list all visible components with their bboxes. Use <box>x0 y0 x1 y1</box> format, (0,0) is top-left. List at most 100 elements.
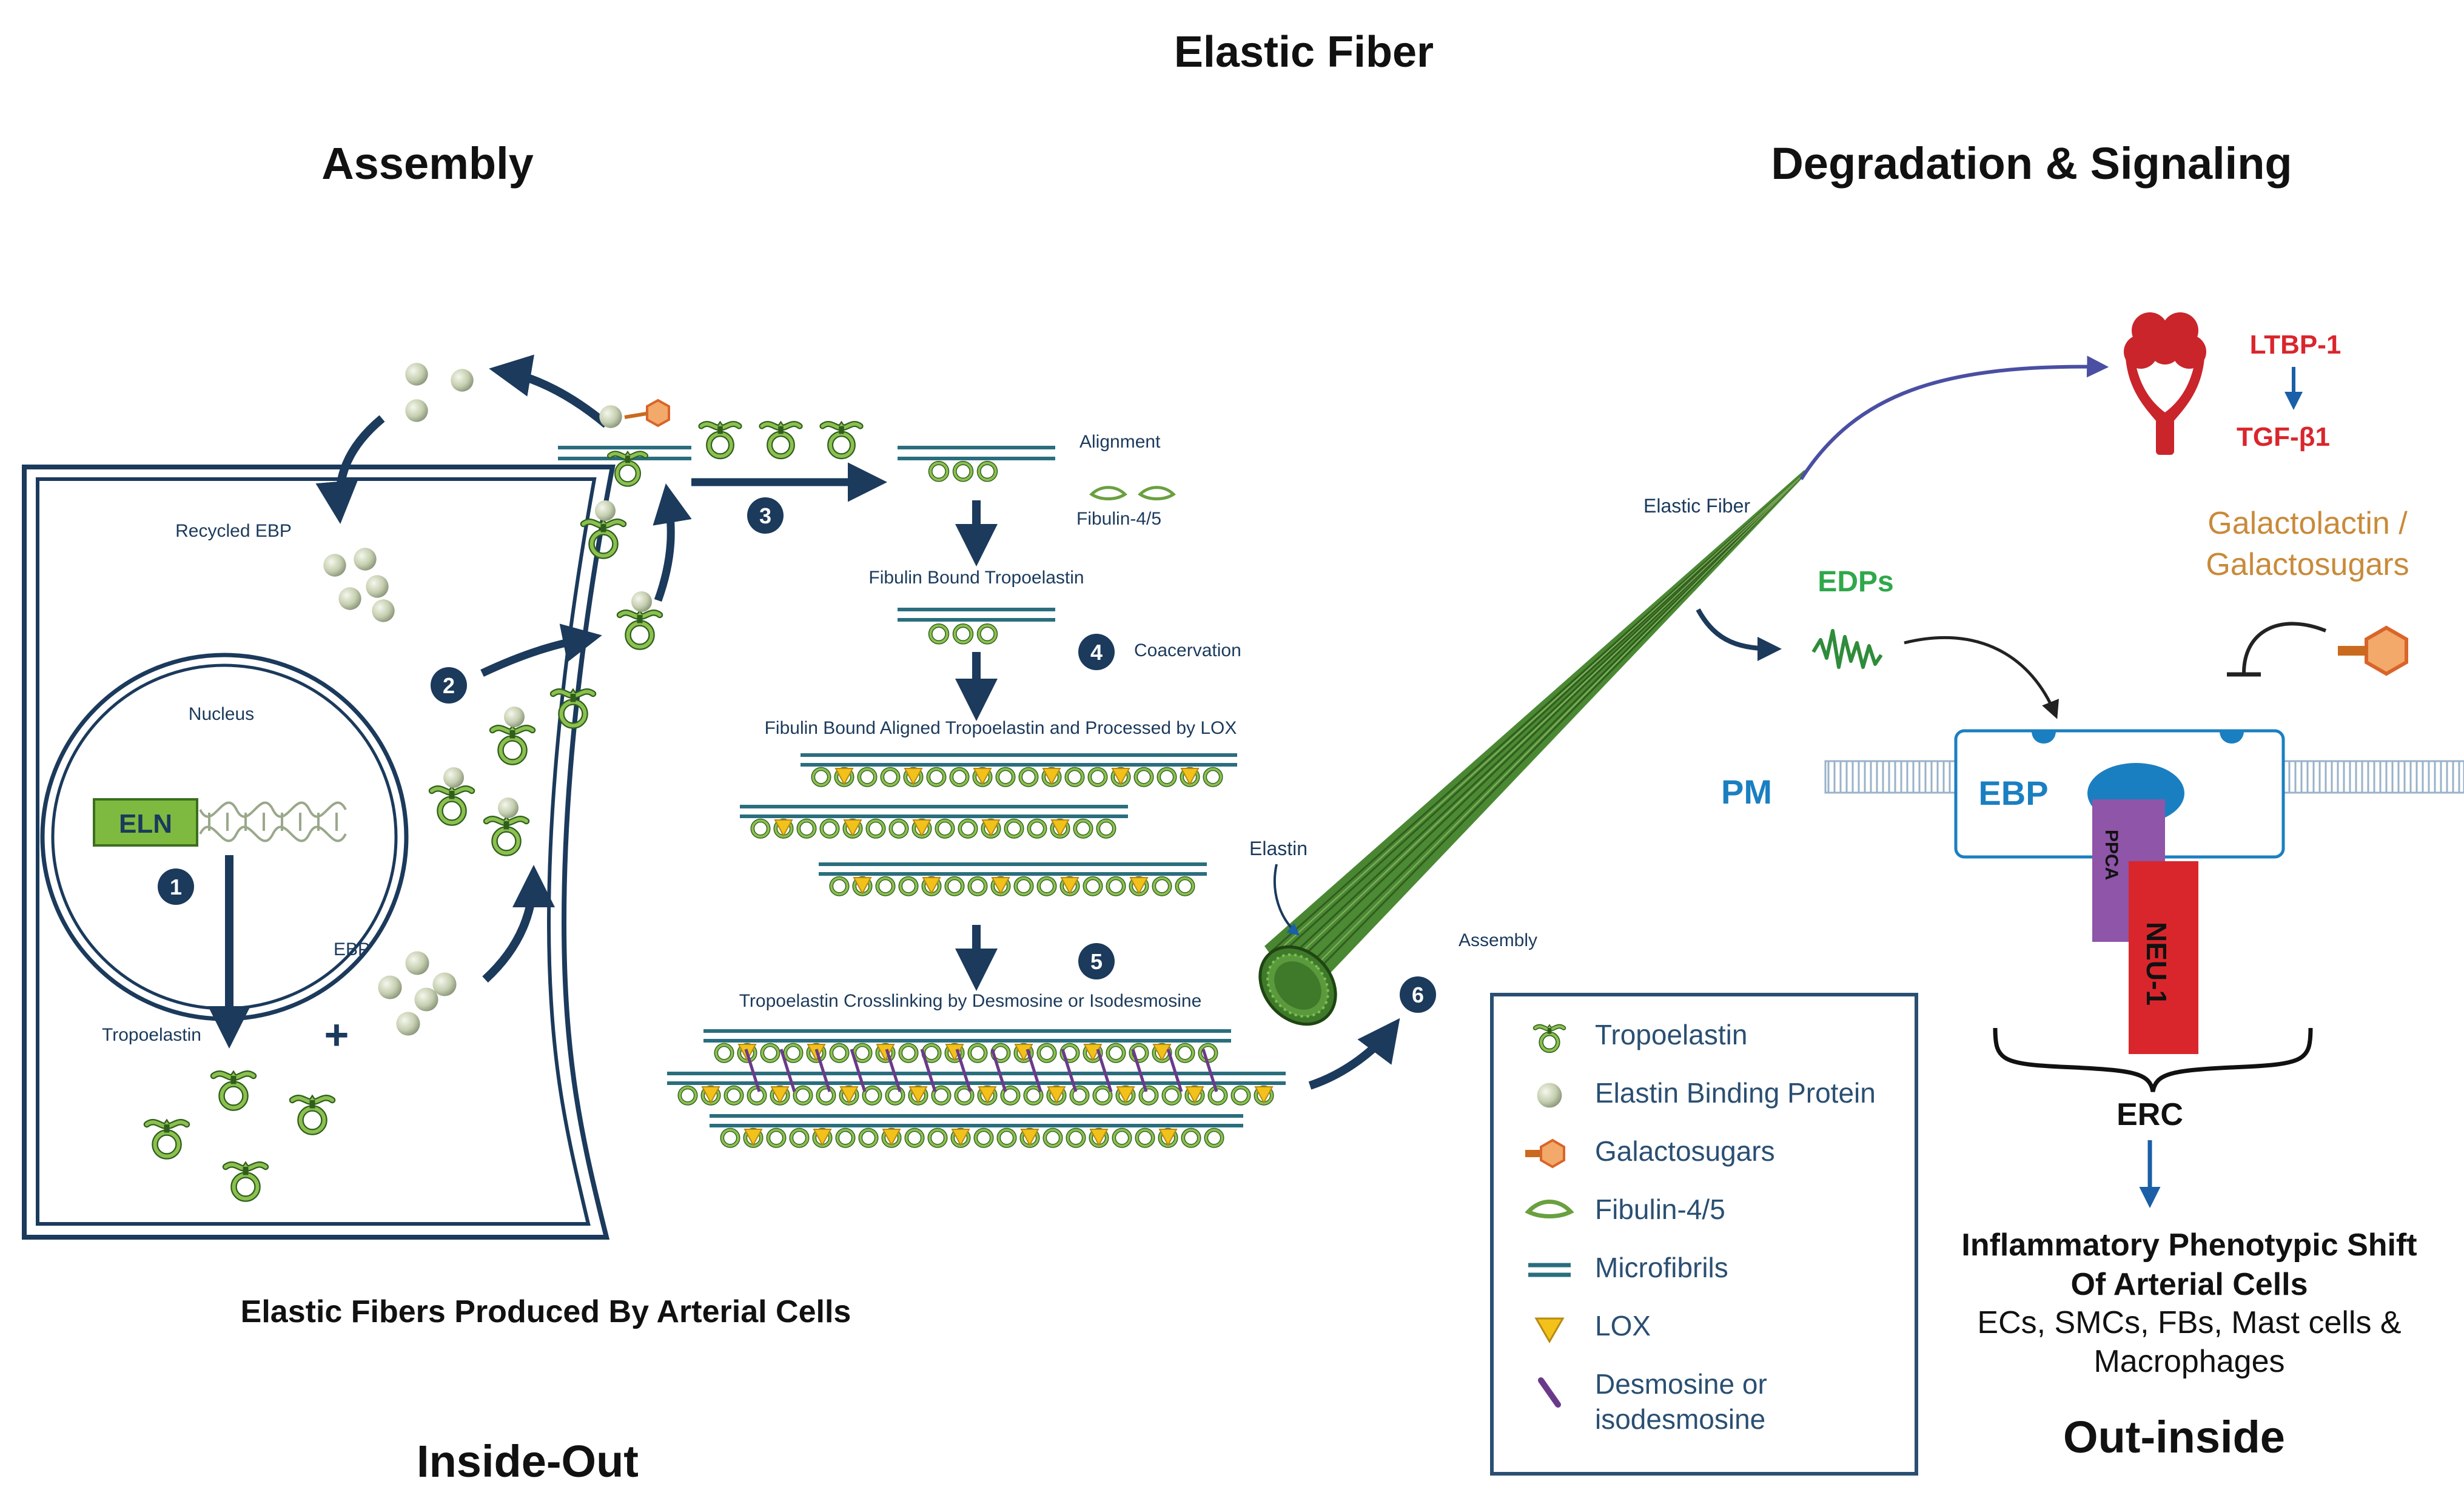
erc-brace <box>1993 1027 2313 1092</box>
legend-item-tropoelastin: Tropoelastin <box>1536 1019 1747 1050</box>
lox-marker <box>1050 819 1070 838</box>
ebp-sphere <box>396 1012 420 1036</box>
ltbp-label: LTBP-1 <box>2250 330 2341 360</box>
fiber-assembly-label: Assembly <box>1459 930 1537 950</box>
tropoelastin-monomer <box>822 424 860 456</box>
lox-marker <box>843 819 862 838</box>
edp-binding-site <box>2032 731 2056 744</box>
legend-item-fibulin: Fibulin-4/5 <box>1525 1194 1725 1225</box>
step-3-badge: 3 <box>747 497 784 534</box>
edp-binding-arrow <box>1904 636 2059 719</box>
lox-marker <box>701 1086 720 1104</box>
legend-item-ebp: Elastin Binding Protein <box>1537 1077 1876 1109</box>
lox-marker <box>834 768 854 786</box>
crosslinked-strand <box>703 1029 1231 1062</box>
desmosine-crosslink <box>744 1049 761 1092</box>
crosslinked-strands <box>667 1029 1286 1147</box>
lox-marker <box>1020 1129 1039 1147</box>
tropoelastin-monomer <box>292 1098 332 1132</box>
crosslinked-strand <box>667 1072 1286 1104</box>
lox-marker <box>839 1086 859 1104</box>
out-inside-heading: Out-inside <box>2063 1412 2285 1462</box>
legend-label: isodesmosine <box>1595 1403 1765 1435</box>
coacervation-label: Coacervation <box>1134 640 1241 660</box>
step-4-badge: 4 <box>1078 634 1115 670</box>
galactosugar-icon <box>646 398 670 428</box>
lox-marker <box>1060 877 1079 895</box>
arterial-cell <box>22 465 616 1240</box>
lox-marker <box>744 1129 763 1147</box>
produced-by-caption: Elastic Fibers Produced By Arterial Cell… <box>241 1294 851 1329</box>
lox-strand <box>819 862 1207 895</box>
lox-processed-strands <box>740 753 1237 895</box>
lox-marker <box>774 819 793 838</box>
lox-marker <box>876 1044 895 1062</box>
ltbp-release-arrow <box>1799 355 2109 480</box>
plasma-membrane-right <box>2282 760 2464 794</box>
microfibrils-icon <box>1528 1263 1571 1277</box>
lox-marker <box>1129 877 1149 895</box>
desmosine-crosslink <box>814 1049 831 1092</box>
lox-strand <box>801 753 1237 786</box>
tropoelastin-monomer <box>147 1122 187 1156</box>
legend-label: Fibulin-4/5 <box>1595 1194 1725 1225</box>
tropoelastin-monomer <box>762 424 799 456</box>
tgf-label: TGF-β1 <box>2237 422 2330 452</box>
lox-marker <box>951 1129 970 1147</box>
recycling-arrow <box>315 415 385 524</box>
secretion-arrow <box>480 623 602 677</box>
eln-gene <box>93 798 347 847</box>
fibulin-icons <box>1089 486 1176 500</box>
ppca-label: PPCA <box>2101 830 2121 880</box>
lox-marker <box>991 877 1010 895</box>
lox-marker <box>1254 1086 1274 1104</box>
edps-label: EDPs <box>1818 566 1893 598</box>
elastic-fiber-label: Elastic Fiber <box>1643 495 1750 517</box>
desmosine-crosslink <box>1096 1049 1113 1092</box>
lox-strand <box>740 805 1128 838</box>
aligned-lox-label: Fibulin Bound Aligned Tropoelastin and P… <box>765 718 1237 738</box>
crosslinking-label: Tropoelastin Crosslinking by Desmosine o… <box>739 991 1202 1011</box>
tropoelastin-monomer <box>213 1073 253 1107</box>
fibulin-label: Fibulin-4/5 <box>1076 509 1161 529</box>
svg-text:2: 2 <box>443 673 455 698</box>
elastin-label: Elastin <box>1249 838 1308 859</box>
step-2-badge: 2 <box>431 667 467 704</box>
alignment-label: Alignment <box>1079 432 1161 452</box>
secretion-up-arrow <box>653 483 692 602</box>
ebp-sphere <box>414 987 438 1012</box>
plasma-membrane-left <box>1824 760 1960 794</box>
legend-label: Galactosugars <box>1595 1135 1775 1167</box>
galactosugars-icon <box>1525 1138 1565 1169</box>
ebp-release-arrow <box>489 354 609 428</box>
nucleus-label: Nucleus <box>189 704 254 724</box>
legend-item-microfibrils: Microfibrils <box>1528 1252 1728 1283</box>
lox-marker <box>770 1086 790 1104</box>
lox-marker <box>1116 1086 1135 1104</box>
ebp-label: EBP <box>334 939 370 959</box>
lox-marker <box>908 1086 928 1104</box>
ebp-receptor-label: EBP <box>1978 774 2048 812</box>
fibulin-bound-strand <box>898 608 1055 642</box>
eln-label: ELN <box>119 809 172 839</box>
legend-label: Tropoelastin <box>1595 1019 1747 1050</box>
desmosine-crosslink <box>1201 1049 1218 1092</box>
neu1-subunit <box>2129 861 2198 1054</box>
edp-release-arrow <box>1696 608 1782 661</box>
ebp-binding-arrow <box>482 865 555 983</box>
ebp-sphere <box>405 951 429 975</box>
svg-text:5: 5 <box>1090 949 1103 974</box>
step-6-badge: 6 <box>1400 976 1436 1013</box>
assembly-heading: Assembly <box>321 138 534 189</box>
legend-item-galactosugars: Galactosugars <box>1525 1135 1775 1169</box>
ebp-bound-tropoelastin-group <box>432 500 660 853</box>
desmosine-crosslink <box>1131 1049 1148 1092</box>
recycled-ebp-label: Recycled EBP <box>175 521 292 541</box>
lox-marker <box>1158 1129 1178 1147</box>
elastic-fiber-body <box>1258 470 1807 1026</box>
tropoelastin-label: Tropoelastin <box>102 1025 201 1045</box>
galactolactin-label-line2: Galactosugars <box>2206 547 2409 582</box>
